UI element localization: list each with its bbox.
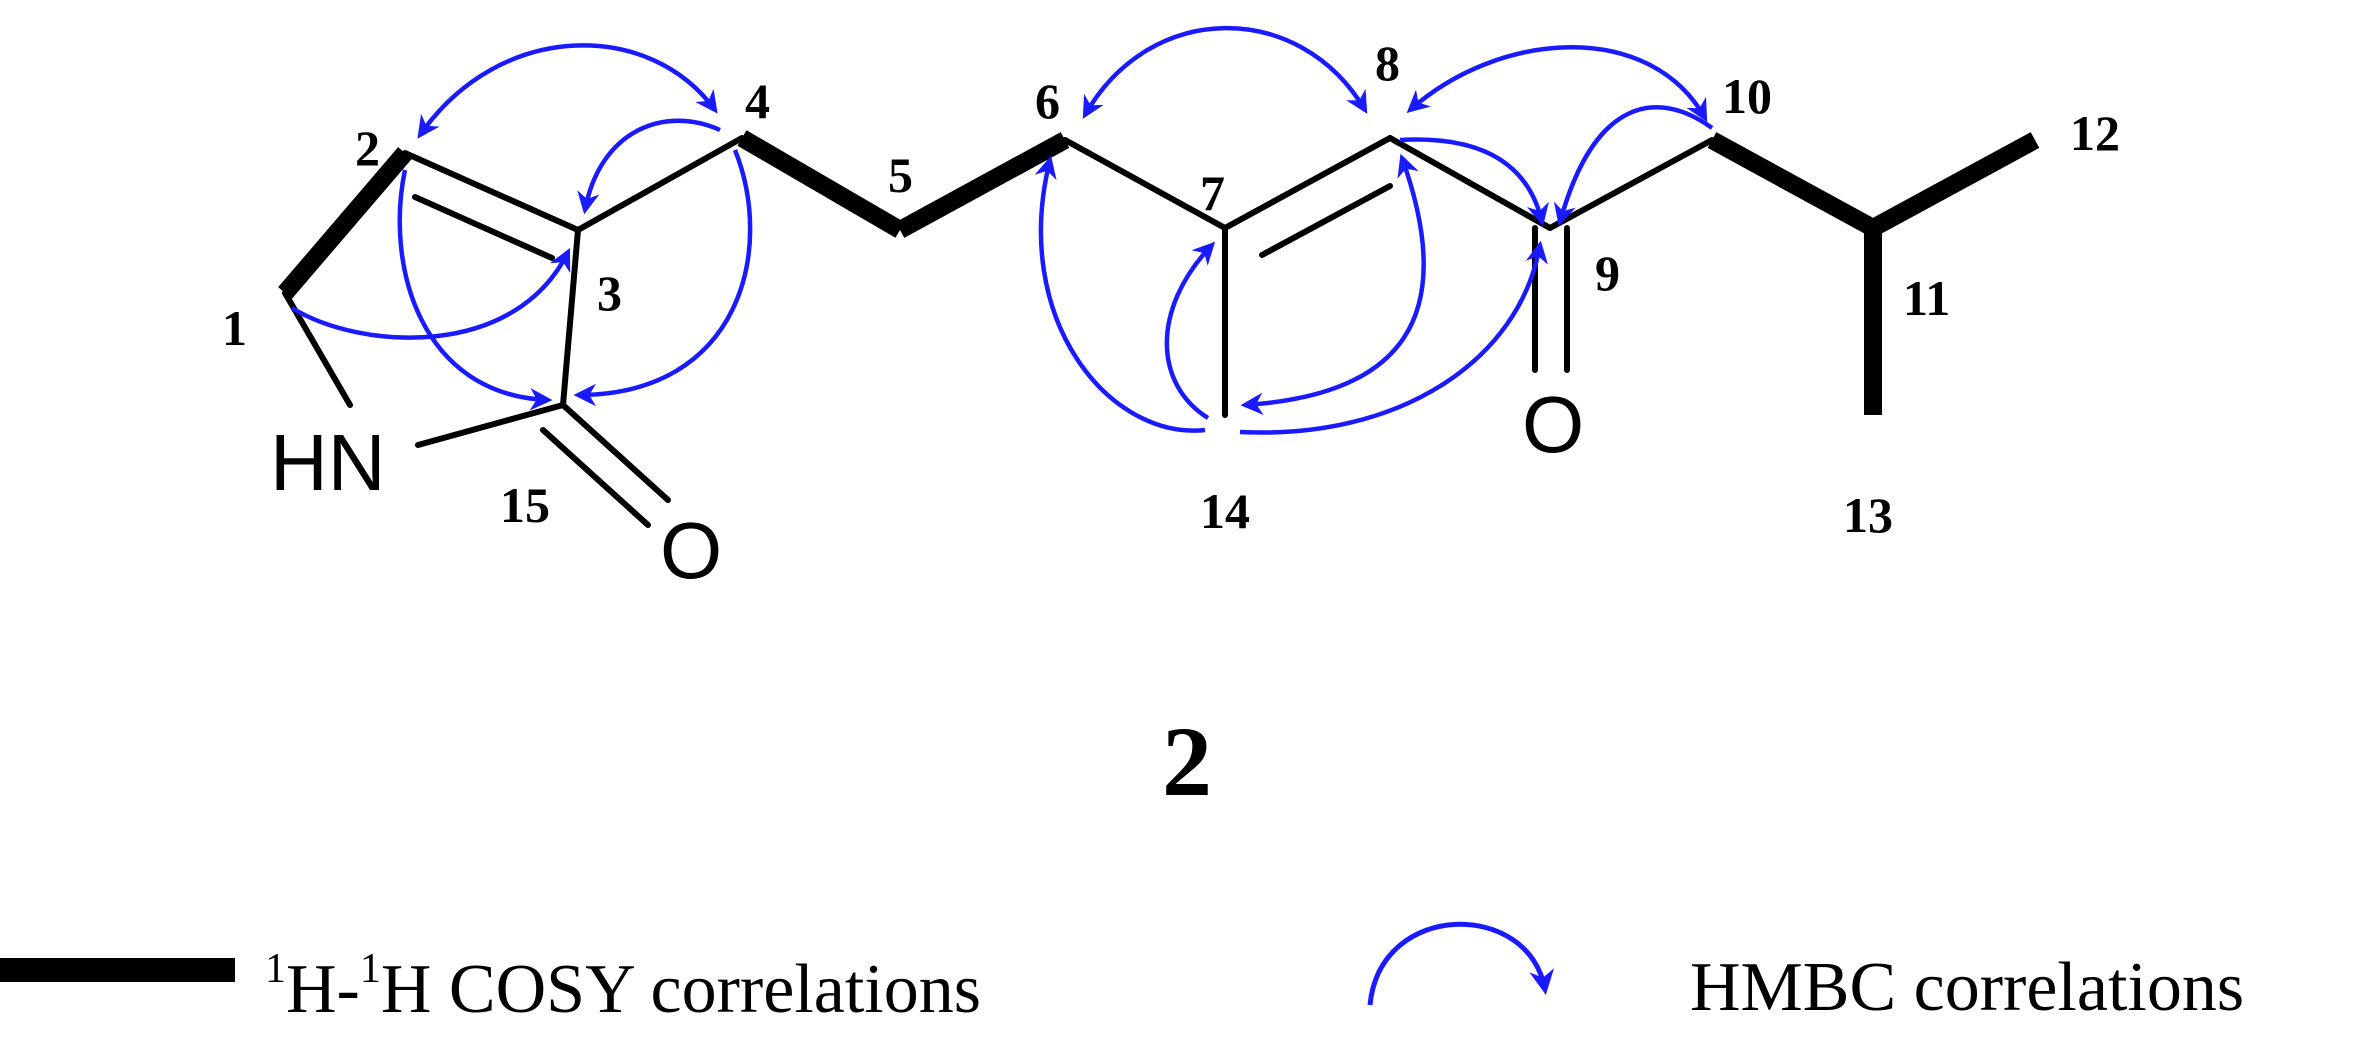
atom-label-c6: 6 bbox=[1035, 73, 1060, 129]
hmbc-arrows bbox=[290, 25, 1714, 435]
atom-label-c4: 4 bbox=[745, 73, 770, 129]
cosy-bond-c10-c11 bbox=[1707, 132, 1878, 236]
bond-c15-o-1 bbox=[560, 402, 671, 503]
bond-c2-c3-inner bbox=[412, 194, 555, 261]
heteroatom-labels: HN O O bbox=[270, 380, 1584, 595]
hmbc-arrow-14-7 bbox=[1164, 241, 1216, 420]
atom-label-c15: 15 bbox=[500, 477, 550, 533]
legend-cosy-label: 1H-1H COSY correlations bbox=[265, 946, 981, 1028]
hmbc-arrow-6-8 bbox=[1082, 25, 1368, 119]
atom-label-c12: 12 bbox=[2070, 105, 2120, 161]
atom-label-c10: 10 bbox=[1722, 68, 1772, 124]
hmbc-arrow-14-8 bbox=[1240, 153, 1426, 416]
skeleton-bonds bbox=[282, 135, 1715, 528]
hmbc-arrow-4-15 bbox=[573, 149, 753, 407]
legend-hmbc-arrow-icon bbox=[1367, 921, 1555, 1006]
atom-label-c2: 2 bbox=[355, 120, 380, 176]
cosy-bond-c4-c5 bbox=[737, 130, 905, 238]
atom-label-c13: 13 bbox=[1843, 487, 1893, 543]
atom-label-c8: 8 bbox=[1375, 35, 1400, 91]
hmbc-arrow-14-9 bbox=[1239, 240, 1548, 435]
bond-c15-n bbox=[415, 402, 566, 448]
hmbc-arrow-10-9 bbox=[1553, 105, 1714, 227]
cosy-bond-c1-c2 bbox=[278, 147, 412, 299]
legend-cosy-h1: H- bbox=[286, 951, 360, 1028]
o-lactam-label: O bbox=[660, 506, 722, 595]
hmbc-arrow-2-4 bbox=[417, 43, 718, 139]
legend: 1H-1H COSY correlations HMBC correlation… bbox=[0, 921, 2244, 1028]
atom-labels: 1 2 3 4 5 6 7 8 9 10 11 12 13 14 15 bbox=[222, 35, 2120, 543]
hmbc-arrow-1-3 bbox=[290, 247, 571, 340]
o-ketone-label: O bbox=[1522, 380, 1584, 469]
bond-c6-c7 bbox=[1062, 137, 1228, 231]
bond-c2-c3 bbox=[402, 150, 581, 233]
bond-c3-c15 bbox=[560, 227, 581, 408]
hmbc-arrow-8-9 bbox=[1399, 137, 1549, 227]
atom-label-c3: 3 bbox=[597, 265, 622, 321]
atom-label-c14: 14 bbox=[1200, 483, 1250, 539]
atom-label-c1: 1 bbox=[222, 300, 247, 356]
legend-cosy-sup2: 1 bbox=[360, 946, 381, 992]
hmbc-arrow-2-15 bbox=[397, 169, 553, 411]
legend-hmbc-label: HMBC correlations bbox=[1690, 949, 2244, 1026]
atom-label-c5: 5 bbox=[888, 147, 913, 203]
cosy-bonds bbox=[278, 130, 2040, 415]
cosy-bond-c11-c12 bbox=[1868, 132, 2040, 236]
bond-c3-c4 bbox=[575, 135, 745, 233]
compound-number: 2 bbox=[1162, 706, 1212, 817]
bond-c7-c8 bbox=[1222, 135, 1393, 231]
bond-c9-c10 bbox=[1547, 137, 1715, 231]
cosy-bond-c5-c6 bbox=[895, 132, 1070, 238]
bond-c8-c9 bbox=[1387, 135, 1553, 231]
atom-label-c11: 11 bbox=[1903, 270, 1950, 326]
legend-cosy-rest: H COSY correlations bbox=[381, 951, 981, 1028]
bond-c15-o-2 bbox=[540, 427, 651, 528]
nh-label: HN bbox=[270, 418, 386, 507]
hmbc-arrow-14-6 bbox=[1034, 155, 1206, 433]
legend-cosy-sup1: 1 bbox=[265, 946, 286, 992]
hmbc-arrow-4-3 bbox=[577, 118, 721, 215]
atom-label-c7: 7 bbox=[1200, 165, 1225, 221]
atom-label-c9: 9 bbox=[1595, 245, 1620, 301]
hmbc-arrow-8-10 bbox=[1406, 45, 1708, 122]
